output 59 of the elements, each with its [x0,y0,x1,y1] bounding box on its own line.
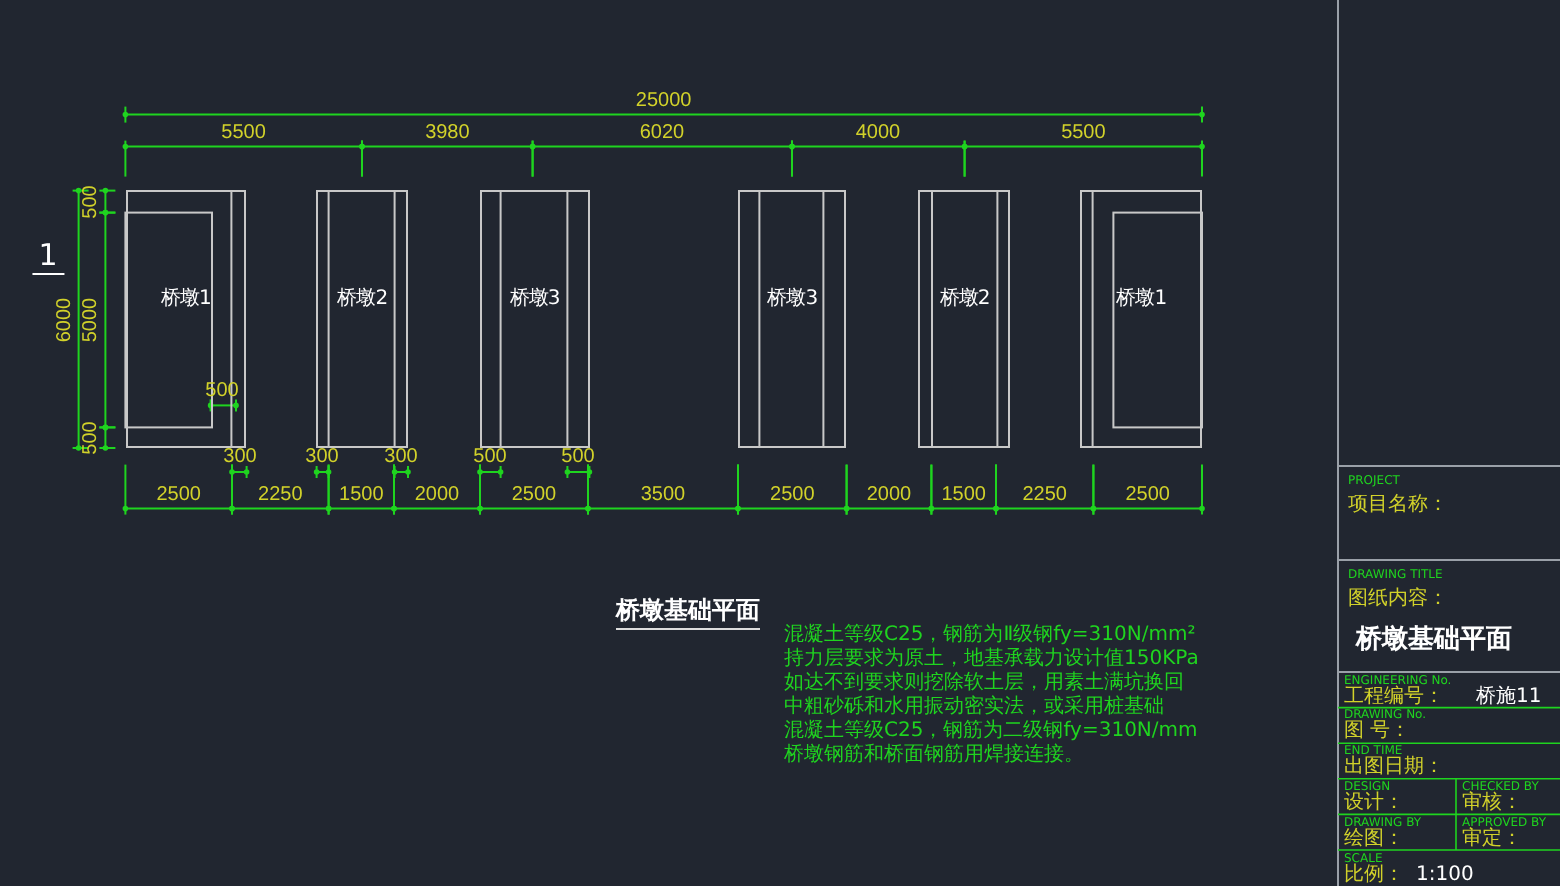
field-value: 1:100 [1416,865,1474,885]
dimension-text: 2250 [1022,485,1067,505]
pier-label: 桥墩3 [509,285,560,312]
dimension-text: 2500 [770,485,815,505]
dimension-text: 2250 [258,485,303,505]
field-label: 审定： [1462,829,1522,850]
dimension-text: 6020 [639,124,685,144]
field-label: 绘图： [1344,829,1404,850]
pier-label: 桥墩3 [767,285,818,312]
note-text: 中粗砂砾和水用振动密实法，或采用桩基础 [784,698,1164,718]
pier-footing [738,190,847,449]
note-text: 混凝土等级C25，钢筋为二级钢fy=310N/mm [784,722,1198,742]
field-label: 图纸内容： [1348,590,1448,610]
dimension-text: 500 [561,448,595,468]
pier-label: 桥墩1 [1116,285,1167,312]
field-label: 工程编号： [1344,687,1444,707]
dimension-text: 2000 [866,485,912,505]
field-label: 出图日期： [1344,758,1444,779]
note-text: 混凝土等级C25，钢筋为Ⅱ级钢fy=310N/mm² [784,626,1196,646]
pier-label: 桥墩2 [939,285,990,312]
field-label: 设计： [1344,793,1404,814]
dimension-text: 25000 [635,92,692,112]
dimension-text: 2000 [414,485,460,505]
field-label: 比例： [1344,865,1404,885]
dimension-text: 500 [82,421,102,455]
dimension-text: 1500 [941,485,986,505]
dimension-text: 5500 [221,124,266,144]
pier-label: 桥墩1 [161,285,211,312]
dimension-text: 3500 [640,485,686,505]
dimension-text: 300 [384,448,418,468]
field-value: 桥施11 [1476,687,1542,707]
dimension-text: 6000 [56,296,76,342]
dimension-text: 4000 [855,124,901,144]
pier-footing [1080,190,1202,449]
note-text: 如达不到要求则挖除软土层，用素土满坑换回 [784,674,1184,694]
drawing-name: 桥墩基础平面 [1356,627,1512,653]
dimension-text: 500 [473,448,507,468]
dimension-text: 500 [82,184,102,219]
pier-footing [918,190,1011,449]
field-label: 图 号： [1344,722,1411,743]
dimension-text: 2500 [511,485,557,505]
dimension-text: 300 [305,448,339,468]
drawing-title: 桥墩基础平面 [616,598,760,630]
pier-footing [480,190,590,449]
dimension-text: 2500 [1125,485,1170,505]
pier-footing [316,190,408,449]
note-text: 持力层要求为原土，地基承载力设计值150KPa [784,650,1199,670]
dimension-text: 3980 [425,124,470,144]
field-label: 项目名称： [1348,496,1448,516]
dimension-text: 5500 [1061,124,1106,144]
dimension-text: 1500 [339,485,384,505]
dimension-text: 2500 [156,485,201,505]
section-mark: 1 [32,241,64,275]
dimension-text: 300 [223,448,257,468]
field-label: 审核： [1462,793,1522,814]
pier-footing [125,190,247,449]
note-text: 桥墩钢筋和桥面钢筋用焊接连接。 [784,746,1084,766]
pier-label: 桥墩2 [337,285,388,312]
dimension-text: 5000 [82,296,102,342]
